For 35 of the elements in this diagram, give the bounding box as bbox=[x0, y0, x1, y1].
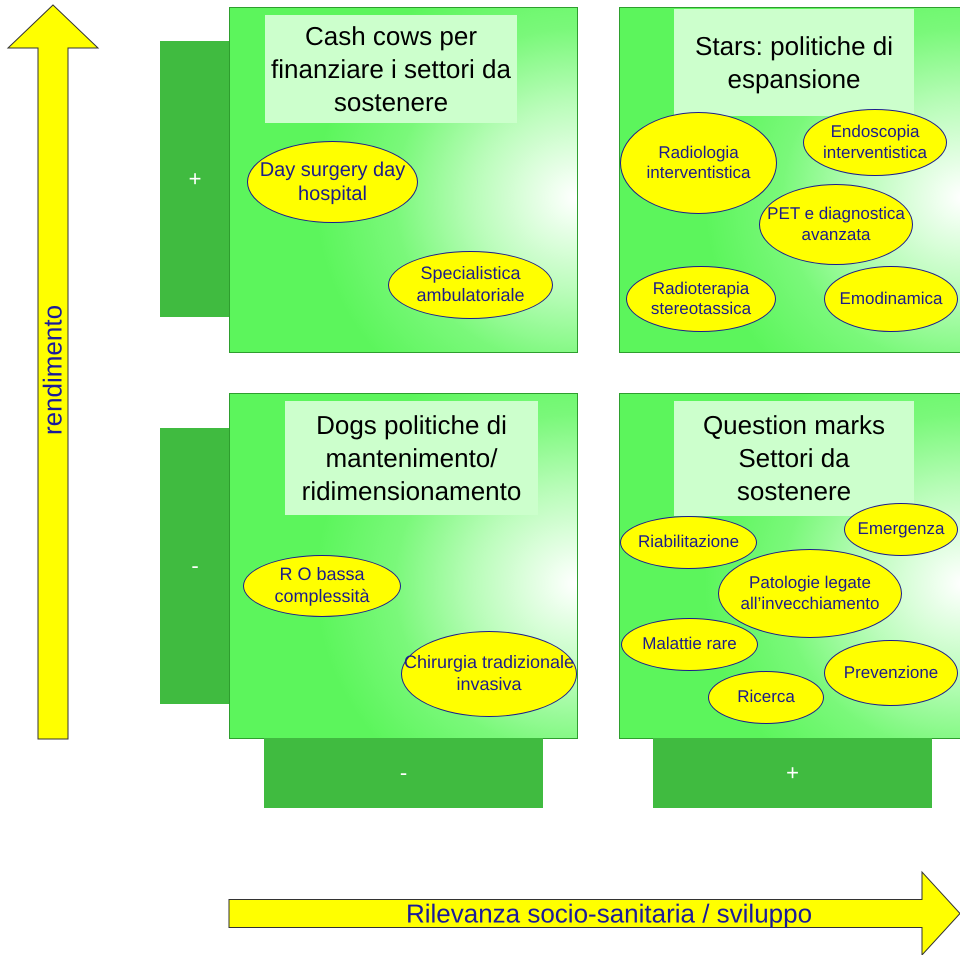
axis-label: rendimento bbox=[38, 304, 68, 436]
quadrant-heading: Question marks Settori da sostenere bbox=[674, 401, 914, 516]
axis-tab bbox=[160, 428, 230, 704]
bubble-label: Specialistica ambulatoriale bbox=[415, 263, 526, 307]
bubble-label: R O bassa complessità bbox=[273, 564, 371, 608]
tab-sign: + bbox=[786, 760, 799, 786]
quadrant-heading: Stars: politiche di espansione bbox=[674, 9, 914, 116]
bubble-label: Emergenza bbox=[858, 519, 944, 540]
ellipse-bubble bbox=[621, 618, 758, 671]
bubble-label: Endoscopia interventistica bbox=[822, 122, 928, 163]
bubble-label: Malattie rare bbox=[642, 634, 737, 655]
axis-tab bbox=[653, 738, 932, 808]
axis-label: Rilevanza socio-sanitaria / sviluppo bbox=[406, 898, 812, 929]
bubble-label: Patologie legate all’invecchiamento bbox=[740, 573, 880, 614]
quadrant-panel bbox=[619, 393, 960, 739]
quadrant-panel bbox=[229, 7, 578, 353]
bubble-label: Riabilitazione bbox=[638, 532, 740, 553]
ellipse-bubble bbox=[620, 516, 757, 569]
tab-sign: - bbox=[191, 553, 199, 579]
tab-sign: + bbox=[188, 166, 202, 192]
tab-sign: - bbox=[400, 760, 408, 786]
bubble-label: Emodinamica bbox=[840, 288, 942, 310]
bubble-label: Prevenzione bbox=[844, 662, 938, 684]
bubble-label: Radioterapia stereotassica bbox=[650, 278, 752, 320]
axis-tab bbox=[264, 738, 543, 808]
bubble-label: Radiologia interventistica bbox=[646, 142, 752, 184]
bubble-label: PET e diagnostica avanzata bbox=[766, 204, 906, 245]
axis-tab bbox=[160, 41, 230, 317]
quadrant-panel bbox=[229, 393, 578, 739]
quadrant-heading: Dogs politiche di mantenimento/ ridimensionamento bbox=[285, 401, 538, 515]
quadrant-panel bbox=[619, 7, 960, 353]
bubble-label: Chirurgia tradizionale invasiva bbox=[402, 652, 576, 696]
bubble-label: Ricerca bbox=[737, 687, 795, 708]
bubble-label: Day surgery day hospital bbox=[258, 158, 406, 206]
quadrant-heading: Cash cows per finanziare i settori da sostenere bbox=[265, 15, 517, 123]
